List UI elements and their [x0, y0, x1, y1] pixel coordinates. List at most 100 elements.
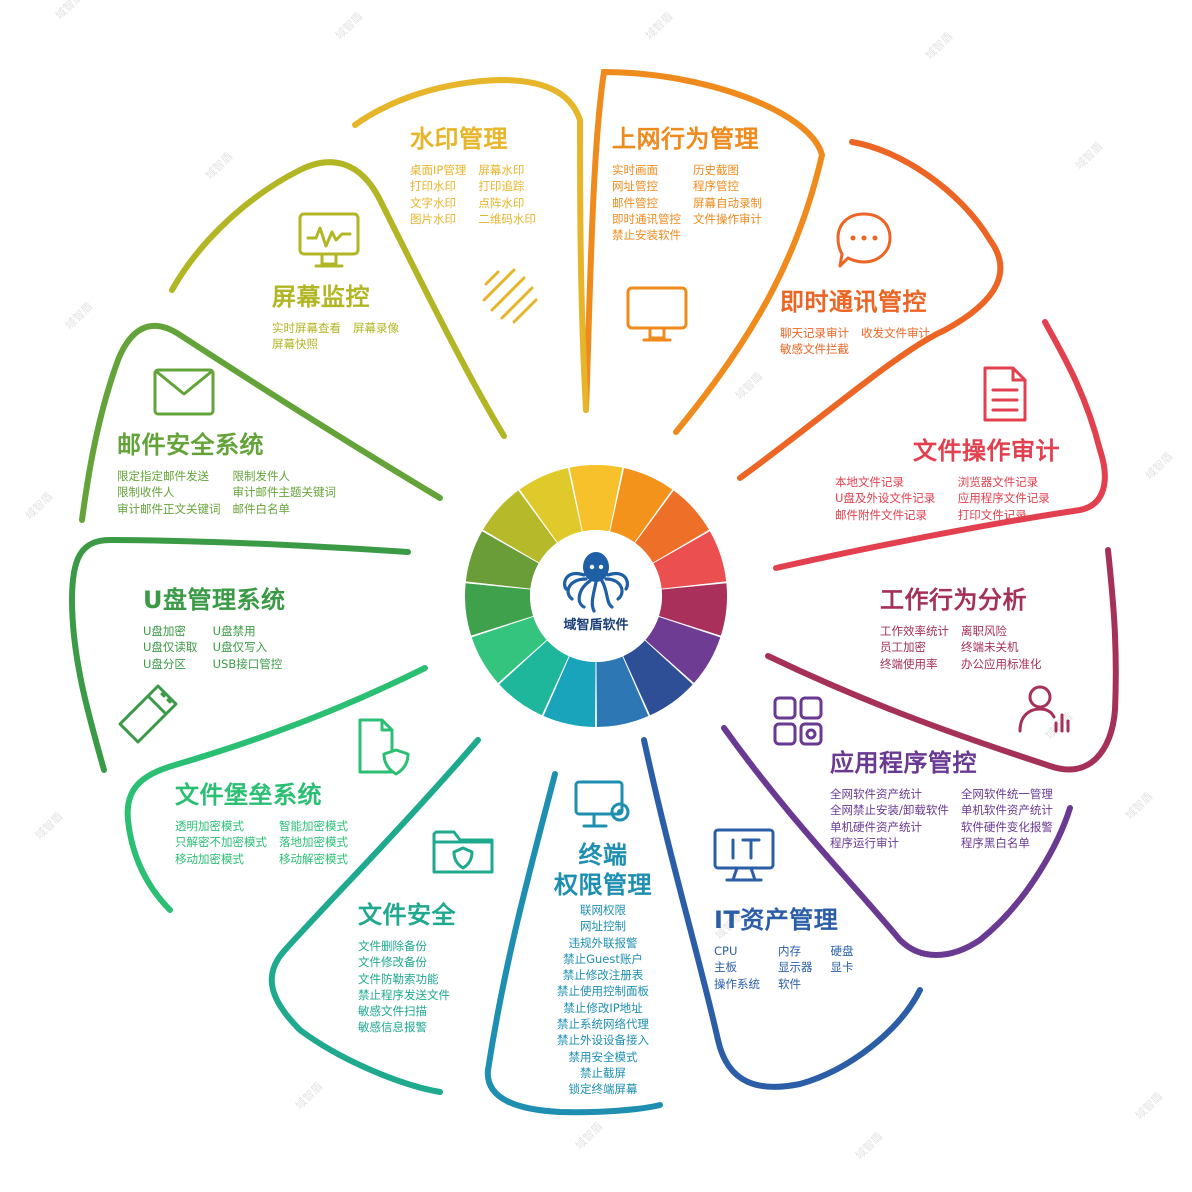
segment-item: U盘加密 — [143, 624, 186, 638]
watermark-text: 域智盾 — [732, 369, 765, 402]
screen-wave-icon — [298, 212, 360, 268]
segment-outlines — [68, 68, 1119, 1116]
user-chart-icon — [1018, 685, 1070, 733]
segment-title: 终端 — [578, 841, 628, 869]
monitor-gear-icon — [574, 780, 630, 828]
wheel-wedge — [596, 656, 649, 727]
segment-item: 全网禁止安装/卸载软件 — [830, 803, 949, 818]
segment-item: 邮件附件文件记录 — [835, 507, 927, 522]
segment-item-list: 桌面IP管理屏幕水印打印水印打印追踪文字水印点阵水印图片水印二维码水印 — [410, 162, 536, 227]
segment-item: 联网权限 — [580, 903, 626, 917]
segment-item: 禁止修改IP地址 — [563, 1000, 643, 1015]
segment-item: 历史截图 — [693, 163, 739, 177]
segment-item: U盘仅读取 — [143, 640, 198, 655]
segment-item: 敏感文件扫描 — [358, 1004, 427, 1019]
segment-item: USB接口管控 — [212, 656, 283, 671]
wheel-wedge — [658, 583, 728, 636]
segment-item: 收发文件审计 — [861, 326, 930, 340]
segment-item: 屏幕录像 — [353, 321, 399, 335]
segment-item: 锁定终端屏幕 — [568, 1082, 638, 1097]
segment-item-list: 透明加密模式智能加密模式只解密不加密模式落地加密模式移动加密模式移动解密模式 — [175, 818, 348, 867]
segment-item: 文件防勒索功能 — [358, 971, 439, 986]
segment-outline — [641, 737, 923, 1090]
segment-item: 终端使用率 — [880, 656, 938, 671]
watermark-text: 域智盾 — [22, 489, 55, 522]
envelope-icon — [153, 368, 215, 416]
wheel-wedge — [543, 656, 596, 727]
segment-item: 单机硬件资产统计 — [830, 819, 922, 834]
chat-bubble-icon — [836, 212, 892, 268]
segment-item: 终端未关机 — [961, 640, 1019, 655]
wheel-wedge — [499, 640, 569, 716]
segment-item: 点阵水印 — [478, 195, 525, 210]
segment-item: 员工加密 — [880, 640, 926, 655]
segment-item: 审计邮件主题关键词 — [232, 485, 337, 500]
segment-item: 实时画面 — [612, 163, 658, 177]
wheel-wedge — [465, 531, 539, 589]
segment-item: 屏幕自动录制 — [693, 195, 762, 210]
segment-item: 禁用安全模式 — [568, 1049, 638, 1064]
segment-outline — [484, 771, 663, 1116]
segment-item: 打印追踪 — [478, 179, 525, 194]
diagonal-lines-icon — [482, 268, 538, 324]
segment-item: 实时屏幕查看 — [272, 321, 341, 335]
wheel-wedge — [569, 464, 623, 532]
segment-item: 屏幕水印 — [478, 163, 525, 177]
segment-title: 水印管理 — [410, 125, 508, 153]
segment-item: 文字水印 — [410, 195, 456, 210]
watermark-text: 域智盾 — [1072, 139, 1105, 172]
document-icon — [983, 366, 1027, 422]
segment-item: 操作系统 — [714, 976, 760, 991]
segment-title: 屏幕监控 — [272, 283, 370, 311]
segment-item-list: 联网权限网址控制违规外联报警禁止Guest账户禁止修改注册表禁止使用控制面板禁止… — [548, 902, 658, 1098]
segment-item: U盘及外设文件记录 — [835, 491, 936, 506]
segment-item: 禁止修改注册表 — [562, 968, 644, 983]
segment-title: 文件堡垒系统 — [175, 781, 322, 809]
segment-title: 工作行为分析 — [880, 586, 1027, 614]
segment-item: 落地加密模式 — [279, 835, 348, 850]
segment-item: 全网软件资产统计 — [830, 787, 922, 801]
segment-item-list: 实时屏幕查看屏幕录像屏幕快照 — [272, 320, 399, 353]
segment-title: U盘管理系统 — [143, 586, 286, 614]
segment-outline — [721, 725, 1073, 958]
segment-item: 透明加密模式 — [175, 819, 244, 833]
segment-title: 文件操作审计 — [913, 437, 1060, 465]
segment-item: 移动加密模式 — [175, 851, 244, 866]
segment-outline — [169, 159, 507, 439]
segment-outline — [773, 319, 1108, 571]
segment-item: 程序管控 — [693, 179, 739, 194]
wheel-wedge — [653, 531, 727, 589]
segment-item: 审计邮件正文关键词 — [117, 501, 221, 516]
segment-item-list: 文件删除备份文件修改备份文件防勒索功能禁止程序发送文件敏感文件扫描敏感信息报警 — [358, 938, 456, 1036]
segment-item: CPU — [714, 944, 738, 958]
segment-item: 邮件白名单 — [232, 501, 291, 516]
segment-item: 移动解密模式 — [279, 851, 348, 866]
segment-item: 限制发件人 — [232, 469, 291, 483]
watermark-text: 域智盾 — [572, 1119, 605, 1152]
segment-item: 禁止外设设备接入 — [557, 1033, 649, 1048]
segment-item: 邮件管控 — [612, 195, 658, 210]
segment-outline — [737, 139, 1004, 481]
wheel-wedge — [623, 640, 693, 716]
segment-filesec: 文件安全文件删除备份文件修改备份文件防勒索功能禁止程序发送文件敏感文件扫描敏感信… — [358, 900, 456, 1036]
segment-item: 限制收件人 — [117, 485, 175, 500]
segment-item: 软件硬件变化报警 — [960, 819, 1053, 834]
segment-outline — [583, 68, 826, 435]
segment-item: 网址管控 — [612, 179, 658, 194]
segment-item: 禁止系统网络代理 — [557, 1017, 649, 1032]
center-color-wheel — [465, 464, 728, 727]
watermark-text: 域智盾 — [1122, 789, 1155, 822]
segment-item-list: 实时画面历史截图网址管控程序管控邮件管控屏幕自动录制即时通讯管控文件操作审计禁止… — [612, 162, 762, 243]
segment-item: 显示器 — [778, 960, 813, 975]
segment-item: 智能加密模式 — [279, 819, 348, 833]
segment-item: 硬盘 — [830, 944, 854, 958]
segment-item: 工作效率统计 — [880, 624, 949, 638]
segment-item: 文件删除备份 — [358, 939, 427, 953]
file-shield-icon — [358, 718, 410, 776]
segment-outline — [79, 322, 443, 523]
